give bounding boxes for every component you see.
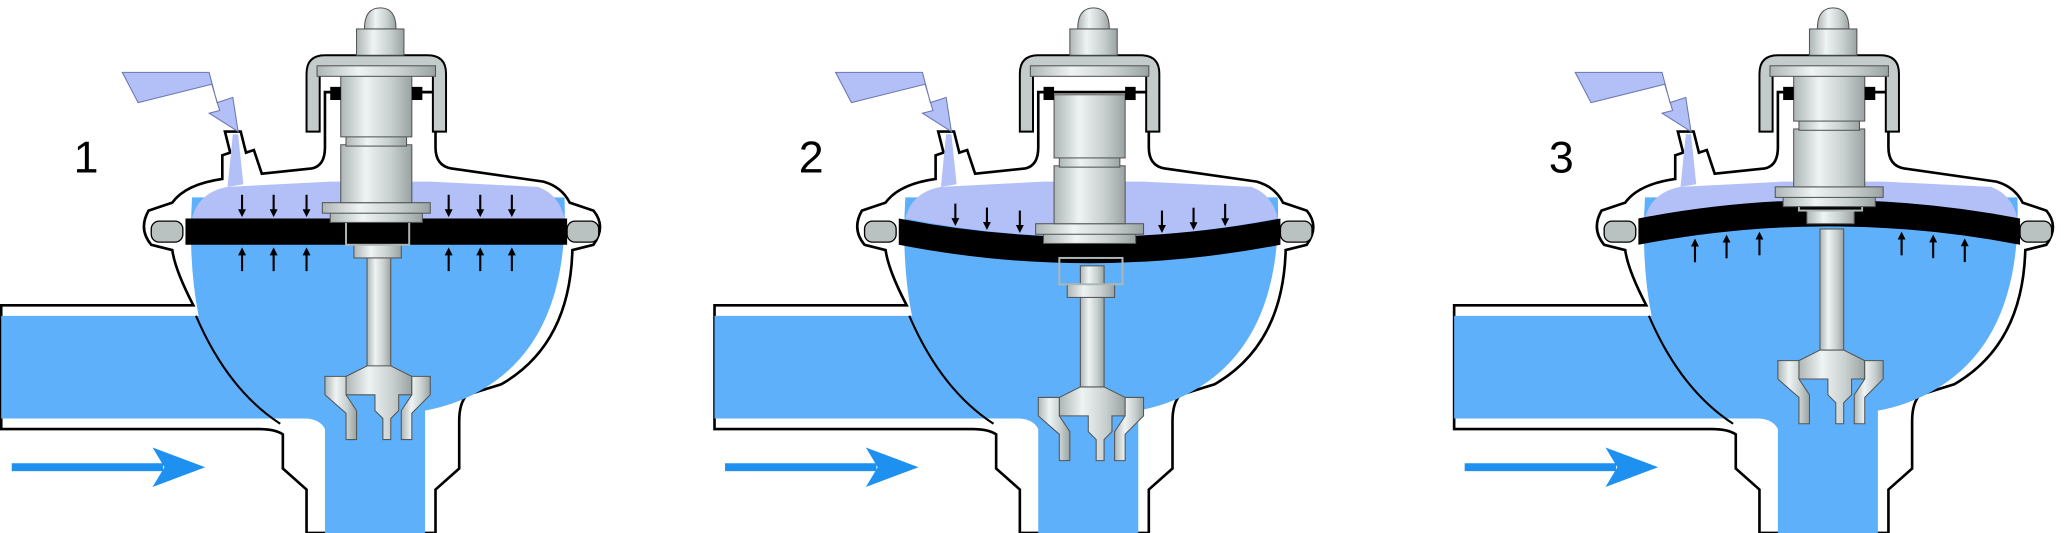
pressure-arrow-up-head xyxy=(238,247,247,256)
pressure-arrow-down-head xyxy=(476,209,485,218)
air-inlet-port xyxy=(940,134,957,187)
diaphragm xyxy=(185,218,568,245)
stem-body xyxy=(1053,165,1126,225)
stem-upper xyxy=(1053,94,1126,159)
pressure-arrow-down-head xyxy=(1015,225,1024,233)
stem-assembly xyxy=(1035,94,1145,462)
diaphragm-lower-plate xyxy=(1066,283,1116,298)
valve-stage-1 xyxy=(0,7,602,533)
pressure-arrow-down-head xyxy=(1189,222,1198,231)
stage-label-1: 1 xyxy=(74,132,99,182)
pressure-arrow-down-head xyxy=(951,218,960,227)
seal-left xyxy=(330,86,341,101)
stage-label-3: 3 xyxy=(1549,132,1574,182)
pressure-arrow-up-head xyxy=(1691,238,1699,247)
flange xyxy=(1035,223,1145,235)
pressure-arrow-down-head xyxy=(1221,218,1230,227)
bowl-wall-line xyxy=(195,315,281,425)
diaphragm-hub xyxy=(1058,256,1124,286)
pressure-arrow-down-head xyxy=(238,209,247,218)
bowl-wall-line xyxy=(908,315,995,425)
nut-dome xyxy=(363,7,397,30)
flow-arrow-shaft xyxy=(11,463,164,472)
seal-right xyxy=(411,86,423,101)
pressure-arrow-down-head xyxy=(302,209,311,218)
valve-rod xyxy=(366,244,392,377)
clamp-left xyxy=(1603,220,1637,243)
nut xyxy=(356,28,405,56)
stem-assembly xyxy=(321,73,431,441)
pressure-arrow-up-head xyxy=(1960,238,1969,247)
flange xyxy=(321,202,431,214)
nut xyxy=(1808,28,1858,56)
water xyxy=(1454,197,2018,533)
pressure-arrow-up-head xyxy=(444,247,453,256)
pressure-arrow-up-head xyxy=(476,247,485,256)
air-inflow-arrow-icon xyxy=(1574,71,1692,133)
poppet-left-half xyxy=(1058,386,1126,462)
stem-upper xyxy=(340,73,413,138)
air-inflow-arrow-icon xyxy=(834,71,953,133)
flow-arrow-shaft xyxy=(1464,463,1617,472)
seal-right xyxy=(1125,86,1136,101)
cap-plate xyxy=(1029,65,1150,77)
pressure-arrow-up-head xyxy=(1755,231,1764,240)
air-inflow-arrow-icon xyxy=(121,71,239,133)
pressure-arrow-down-head xyxy=(269,209,278,218)
pressure-arrow-up-head xyxy=(1929,234,1938,243)
nut-dome xyxy=(1077,7,1110,30)
diaphragm-lower-plate xyxy=(353,244,402,259)
stem-assembly xyxy=(1774,57,1884,425)
cap-plate xyxy=(1769,65,1889,77)
diaphragm-lower-plate xyxy=(1806,210,1855,225)
flow-arrow-shaft xyxy=(725,463,877,472)
poppet-left-nozzle xyxy=(1777,360,1810,425)
stage-label-2: 2 xyxy=(799,132,824,182)
clamp-right xyxy=(1279,220,1313,243)
stem-body xyxy=(1793,128,1866,188)
pressure-arrow-up-head xyxy=(1897,231,1906,240)
poppet-right-nozzle xyxy=(1853,360,1884,425)
valve-rod xyxy=(1819,228,1845,362)
pressure-arrow-down-head xyxy=(507,209,516,218)
pressure-arrow-down-head xyxy=(982,222,991,230)
poppet-left-nozzle xyxy=(1037,396,1071,462)
pressure-arrow-up-head xyxy=(302,247,311,256)
pressure-arrow-up-head xyxy=(269,247,278,256)
poppet-right-nozzle xyxy=(400,375,431,441)
valve-stage-3 xyxy=(1452,7,2055,533)
flow-arrow-icon xyxy=(1605,447,1659,487)
clamp-right xyxy=(2019,220,2053,243)
stem-body xyxy=(340,144,413,204)
pressure-arrow-up-head xyxy=(1722,234,1731,243)
clamp-left xyxy=(150,220,184,243)
pressure-arrow-down-head xyxy=(1158,225,1166,233)
cap-plate xyxy=(316,65,437,77)
nut-dome xyxy=(1816,7,1850,30)
pressure-arrow-up-head xyxy=(507,247,516,256)
clamp-left xyxy=(863,220,897,243)
water xyxy=(714,197,1279,533)
flange xyxy=(1774,186,1884,198)
seal-left xyxy=(1043,86,1055,101)
air-inlet-port xyxy=(227,134,244,187)
nut xyxy=(1069,28,1118,56)
water xyxy=(1,197,565,533)
bowl-wall-line xyxy=(1647,315,1734,425)
pressure-arrow-down-head xyxy=(444,209,453,218)
poppet-left-half xyxy=(345,365,413,441)
poppet-left-nozzle xyxy=(324,375,358,441)
poppet-left-half xyxy=(1798,349,1866,425)
valve-stage-2 xyxy=(713,7,1315,533)
seal-left xyxy=(1783,86,1794,101)
clamp-right xyxy=(566,220,600,243)
flow-arrow-icon xyxy=(152,447,206,487)
flow-arrow-icon xyxy=(865,447,919,487)
seal-right xyxy=(1864,86,1876,101)
poppet-right-nozzle xyxy=(1114,396,1145,462)
